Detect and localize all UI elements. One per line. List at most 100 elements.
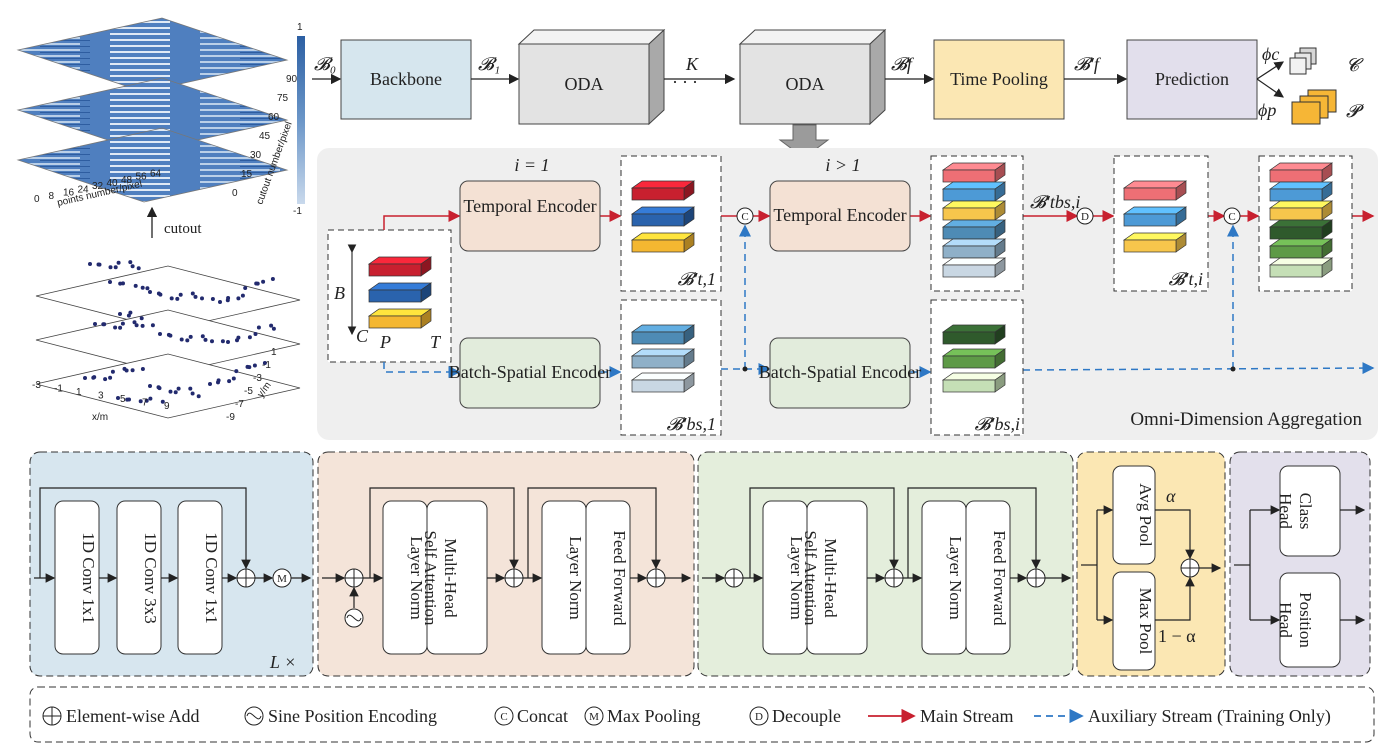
oda-title: Omni-Dimension Aggregation — [1130, 409, 1362, 430]
point — [188, 334, 193, 339]
point — [118, 325, 123, 330]
x-tick: 3 — [98, 391, 104, 402]
point — [234, 369, 239, 374]
colorbar-bottom-label: -1 — [293, 206, 302, 217]
i-gt-1-label: i > 1 — [825, 155, 860, 175]
legend-concat-label: Concat — [517, 706, 568, 726]
axis-c-label: C — [356, 326, 369, 346]
temporal-encoder-1 — [459, 180, 601, 252]
y-axis-ticks: -9-7-5-3-11 — [226, 347, 277, 423]
x-tick: -3 — [32, 380, 41, 391]
point — [130, 264, 135, 269]
conv1x1-label-2: 1D Conv 1x1 — [202, 532, 221, 624]
legend-decouple-label: Decouple — [772, 706, 841, 726]
bbs1-slab-3 — [630, 372, 696, 393]
point — [179, 337, 184, 342]
add-op-conv — [236, 568, 256, 588]
bbs1-slab-1 — [630, 324, 696, 345]
btbs-slab-6 — [941, 257, 1007, 278]
point — [240, 293, 245, 298]
point — [175, 296, 180, 301]
add-legend-icon — [42, 706, 62, 726]
out-slab-4 — [1268, 219, 1334, 240]
point — [218, 300, 222, 304]
b0-label: 𝓑₀ — [314, 54, 336, 74]
point — [269, 323, 274, 328]
svg-text:D: D — [755, 711, 763, 723]
bt1-label: 𝓑′t,1 — [678, 269, 716, 289]
bbs1-label: 𝓑′bs,1 — [667, 414, 716, 434]
bbsi-slab-1 — [941, 324, 1007, 345]
temporal-encoder-label-2: Temporal Encoder — [773, 205, 906, 225]
y-tick: -3 — [253, 373, 262, 384]
axis-p-label: P — [379, 332, 391, 352]
points-tick: 24 — [78, 184, 90, 195]
batch-spatial-encoder-label-1: Batch-Spatial Encoder — [449, 362, 611, 382]
point — [83, 376, 87, 380]
add-op-pool — [1180, 558, 1200, 578]
point — [247, 335, 252, 340]
svg-text:D: D — [1081, 211, 1089, 223]
colorbar-top-label: 1 — [297, 22, 303, 33]
point — [247, 365, 252, 370]
point — [226, 340, 230, 344]
temporal-encoder-2 — [769, 180, 911, 252]
points-tick: 64 — [150, 168, 162, 179]
point — [148, 290, 152, 294]
point — [227, 379, 232, 384]
avg-pool-label: Avg Pool — [1136, 483, 1155, 547]
backbone-label: Backbone — [370, 69, 442, 89]
point — [168, 389, 173, 394]
point — [262, 361, 267, 365]
bti-slab-red — [1122, 180, 1188, 201]
max-pool-label: Max Pool — [1136, 588, 1155, 655]
btbs-slab-4 — [941, 219, 1007, 240]
position-output-icon — [1291, 89, 1337, 125]
bbsi-slab-2 — [941, 348, 1007, 369]
maxpool-legend-icon: M — [584, 706, 604, 726]
point — [121, 281, 125, 286]
y-tick: -7 — [235, 399, 244, 410]
decouple-op: D — [1076, 207, 1094, 225]
point — [113, 265, 118, 270]
points-tick: 40 — [107, 178, 119, 189]
oda-block-2: ODA — [738, 28, 887, 126]
cutout-tick: 45 — [259, 131, 271, 142]
point — [252, 363, 257, 368]
legend-maxpool-label: Max Pooling — [607, 706, 701, 726]
oda-block-1: ODA — [517, 28, 666, 126]
feature-slabs — [630, 162, 1334, 393]
add-op-s1 — [724, 568, 744, 588]
point — [158, 332, 162, 336]
btbsi-label: 𝓑′tbs,i — [1030, 192, 1080, 212]
colorbar: 1 -1 — [293, 22, 305, 217]
point — [138, 399, 143, 404]
l-times-label: L × — [269, 652, 296, 672]
cutout-tick: 15 — [241, 169, 253, 180]
point — [108, 280, 112, 284]
svg-text:Temporal Encoder: Temporal Encoder — [463, 196, 596, 216]
cutout-label: cutout — [164, 221, 202, 237]
point — [261, 279, 266, 284]
point — [134, 323, 139, 328]
y-tick: 1 — [271, 347, 277, 358]
point — [139, 316, 144, 321]
point — [148, 384, 152, 388]
ff-label-s: Feed Forward — [990, 531, 1009, 626]
point — [92, 375, 97, 380]
layer-norm-label-s1: Layer Norm — [787, 536, 806, 620]
batch-spatial-encoder-label-2: Batch-Spatial Encoder — [759, 362, 921, 382]
point — [243, 286, 248, 290]
point — [193, 294, 198, 299]
point — [220, 339, 225, 344]
bbs1-slab-2 — [630, 348, 696, 369]
conv1x1-label-1: 1D Conv 1x1 — [79, 532, 98, 624]
conv3x3-label: 1D Conv 3x3 — [141, 532, 160, 624]
point — [103, 377, 108, 382]
point — [118, 312, 122, 316]
bti-slab-blue — [1122, 206, 1188, 227]
point — [208, 382, 212, 386]
out-slab-6 — [1268, 257, 1334, 278]
